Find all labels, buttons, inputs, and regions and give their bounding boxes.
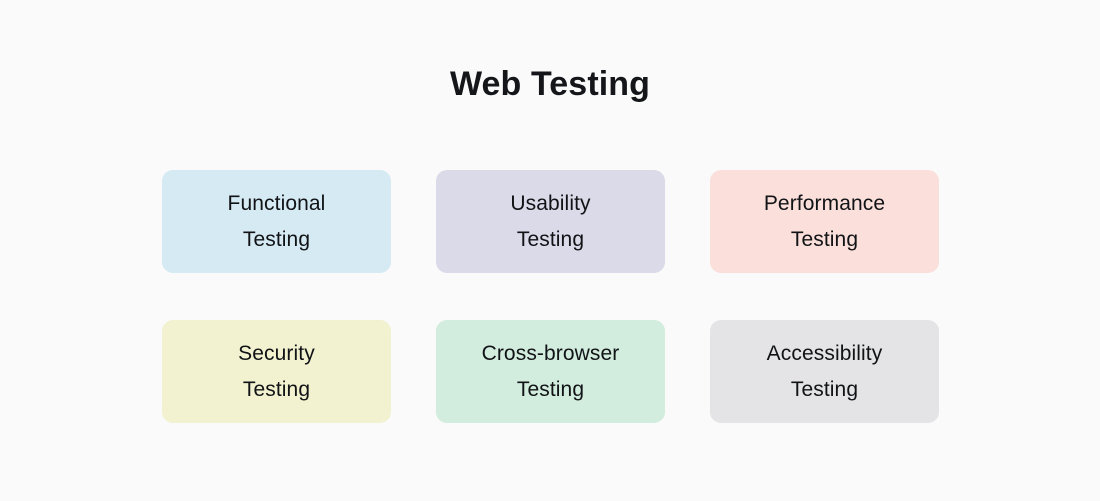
card-label-line-1: Usability (510, 192, 591, 216)
card-label-line-2: Testing (516, 377, 585, 401)
card-label: Functional Testing (228, 186, 326, 257)
card-label-line-2: Testing (516, 227, 585, 251)
card-label-line-1: Accessibility (766, 342, 883, 366)
card-label: Accessibility Testing (767, 336, 883, 407)
card-performance-testing[interactable]: Performance Testing (710, 170, 939, 273)
card-label: Cross-browser Testing (482, 336, 620, 407)
card-label-line-2: Testing (242, 227, 311, 251)
card-label: Security Testing (238, 336, 315, 407)
card-label-line-1: Functional (227, 192, 326, 216)
card-label: Performance Testing (764, 186, 885, 257)
card-accessibility-testing[interactable]: Accessibility Testing (710, 320, 939, 423)
card-label-line-2: Testing (790, 227, 859, 251)
card-functional-testing[interactable]: Functional Testing (162, 170, 391, 273)
card-cross-browser-testing[interactable]: Cross-browser Testing (436, 320, 665, 423)
card-label-line-2: Testing (790, 377, 859, 401)
card-label-line-1: Performance (763, 192, 886, 216)
testing-types-grid: Functional Testing Usability Testing Per… (162, 170, 939, 423)
card-label-line-1: Security (238, 342, 315, 366)
page-title: Web Testing (449, 65, 651, 103)
card-label-line-1: Cross-browser (481, 342, 620, 366)
card-label-line-2: Testing (242, 377, 311, 401)
card-label: Usability Testing (510, 186, 590, 257)
card-security-testing[interactable]: Security Testing (162, 320, 391, 423)
card-usability-testing[interactable]: Usability Testing (436, 170, 665, 273)
